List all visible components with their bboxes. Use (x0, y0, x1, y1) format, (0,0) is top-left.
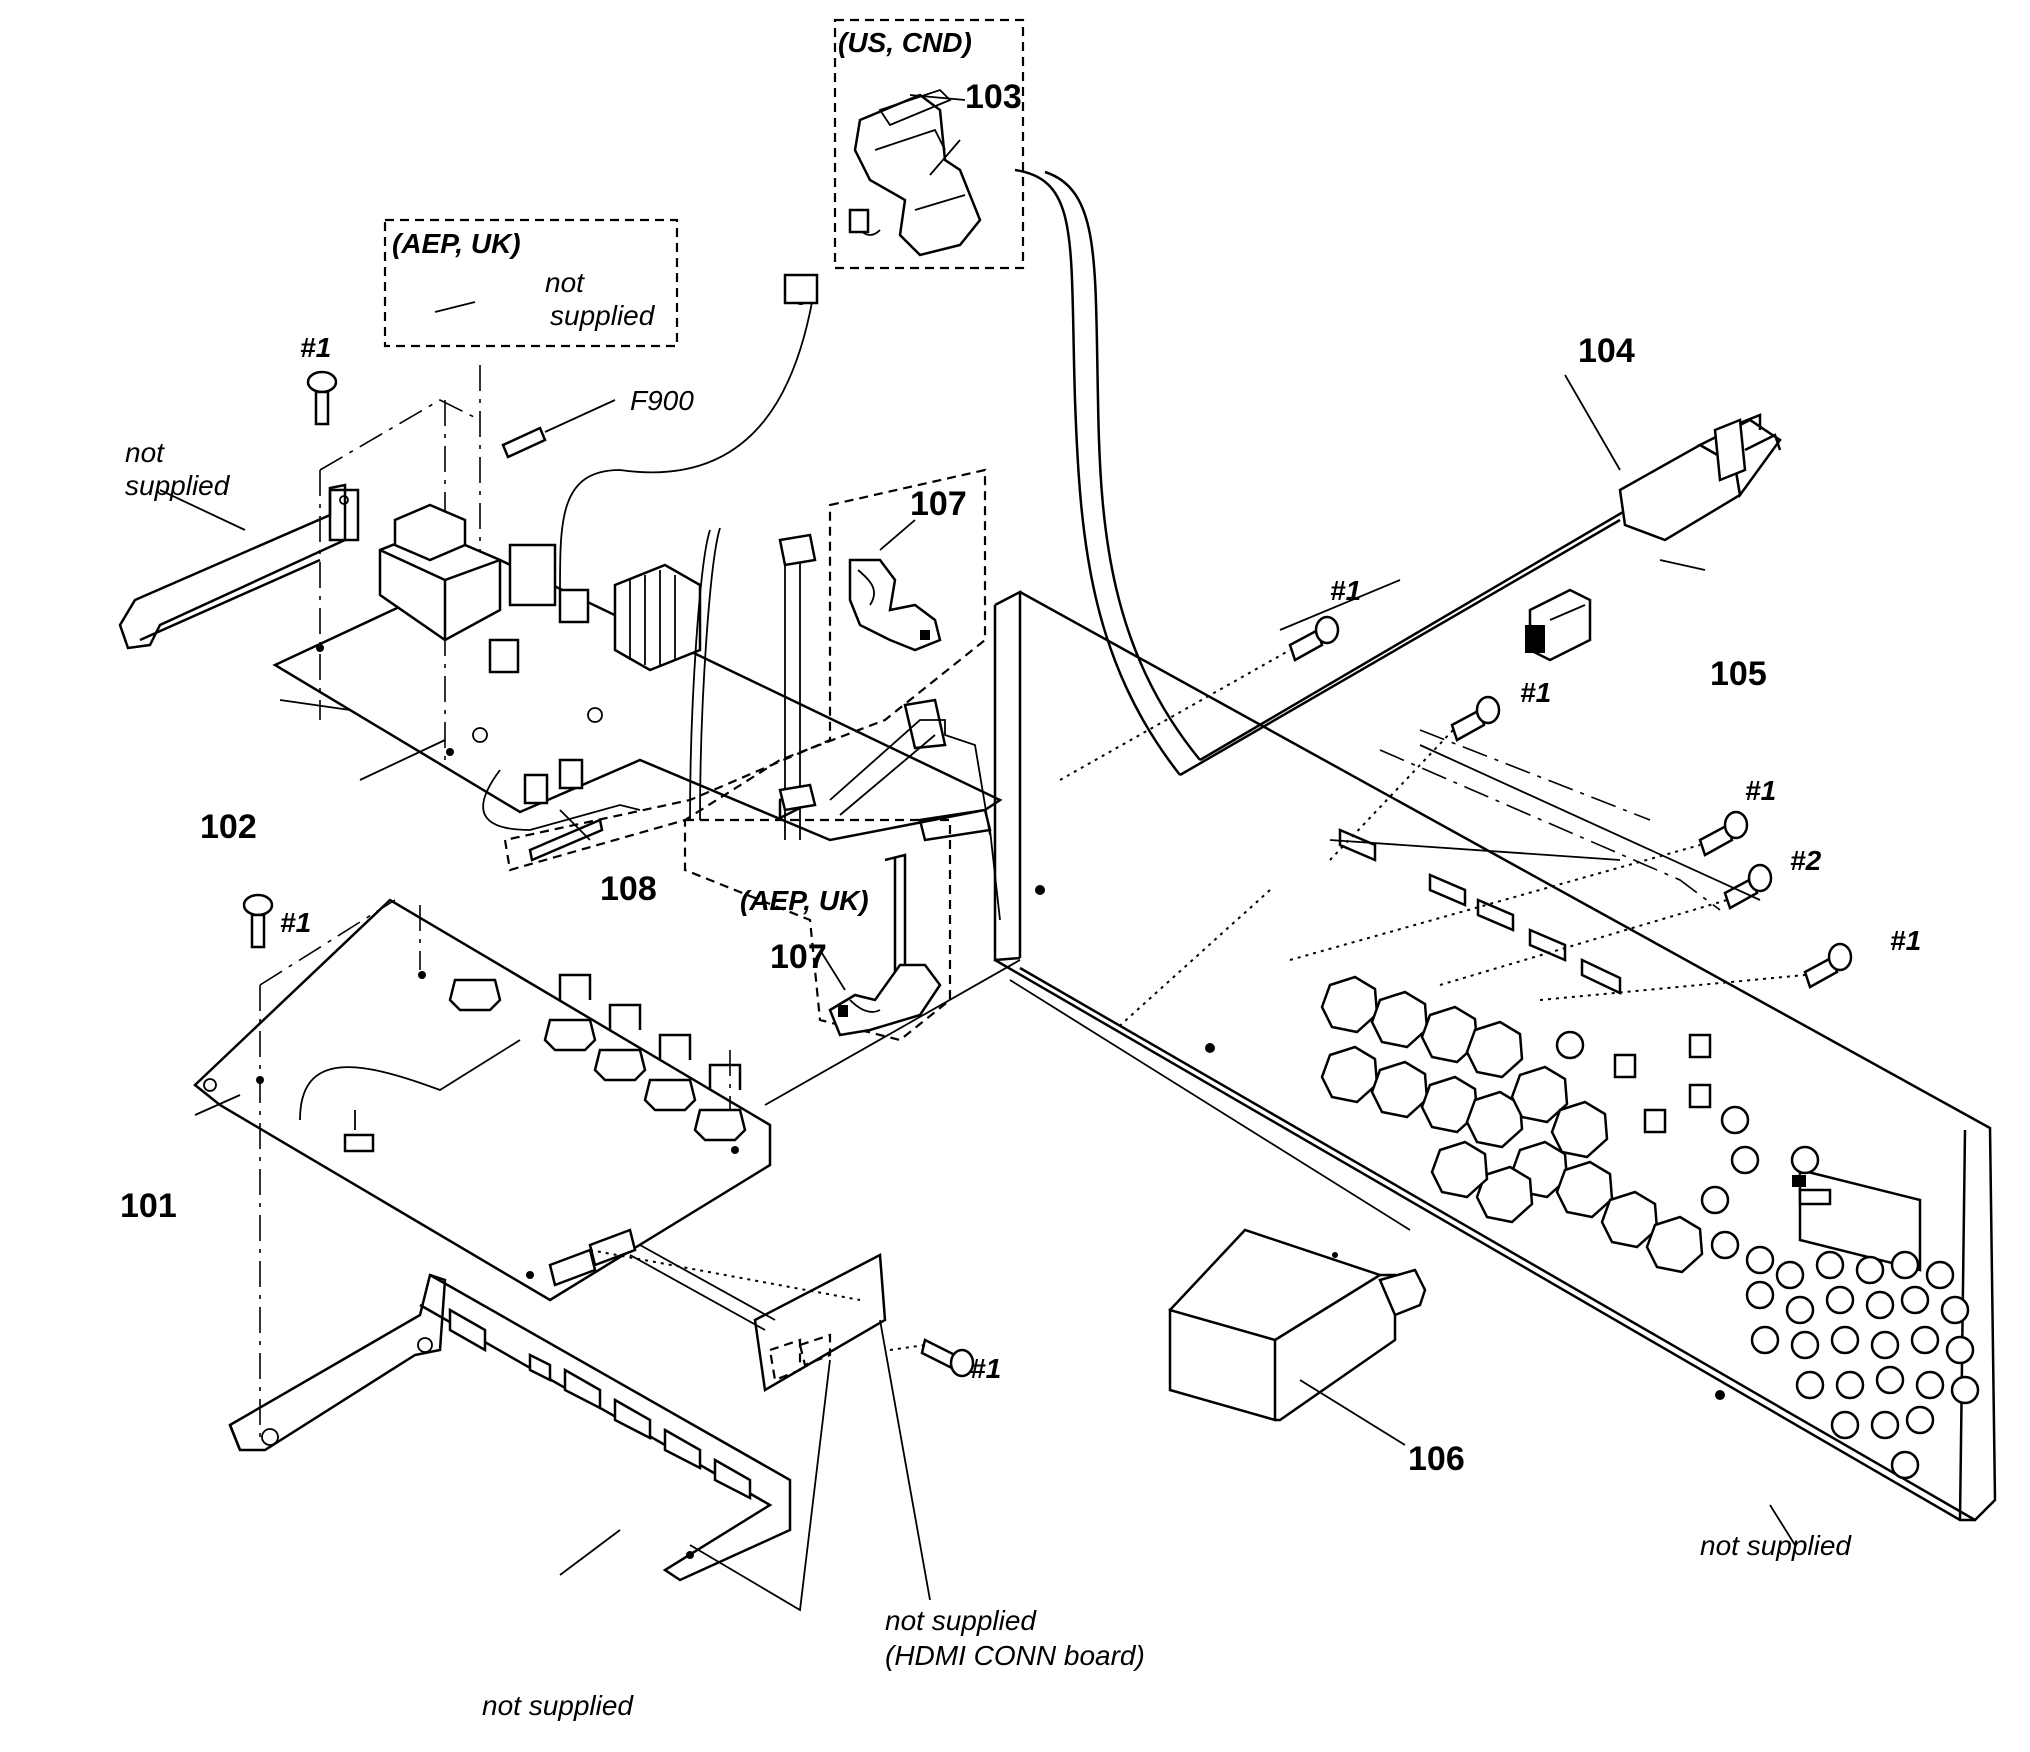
screw-panel-2 (1450, 695, 1501, 742)
screw-panel-1 (1288, 615, 1340, 662)
region-aep-uk-lower: (AEP, UK) (740, 885, 869, 916)
hdmi-board-101 (193, 898, 772, 1440)
label-screw-1-right-a: #1 (1745, 775, 1776, 806)
rca-jacks (1555, 1030, 1980, 1480)
note-not-supplied-bracket: not supplied (482, 1690, 634, 1721)
screw-top-left (306, 370, 338, 426)
label-screw-1-cord: #1 (1330, 575, 1361, 606)
power-cord-104 (1014, 168, 1782, 777)
screw-mid-left (242, 893, 274, 949)
filter-107-region-box (503, 468, 987, 872)
note-not-left: not (125, 437, 165, 468)
label-108: 108 (600, 870, 657, 908)
label-107-upper: 107 (910, 485, 967, 523)
connecting-cables (482, 273, 992, 1000)
note-hdmi-conn-line1: not supplied (885, 1605, 1037, 1636)
label-screw-1-right-b: #1 (1890, 925, 1921, 956)
power-board-102 (272, 365, 1003, 842)
label-106: 106 (1408, 1440, 1465, 1478)
label-screw-1-mid: #1 (280, 907, 311, 938)
screw-panel-3 (1698, 810, 1749, 857)
label-101: 101 (120, 1187, 177, 1225)
region-aep-uk-top: (AEP, UK) (392, 228, 521, 259)
screw-panel-5 (1803, 942, 1853, 989)
left-bracket-top (118, 483, 360, 650)
label-107-lower: 107 (770, 938, 827, 976)
note-supplied-left: supplied (125, 470, 231, 501)
rear-panel (993, 589, 1997, 1522)
note-hdmi-conn-line2: (HDMI CONN board) (885, 1640, 1145, 1671)
note-supplied-top: supplied (550, 300, 656, 331)
screw-hdmi-conn (920, 1338, 975, 1378)
ferrite-core-103 (848, 88, 982, 257)
speaker-terminals (1320, 975, 1704, 1274)
leader-lines (159, 94, 1796, 1601)
label-102: 102 (200, 808, 257, 846)
region-us-cnd: (US, CND) (838, 27, 972, 58)
label-f900: F900 (630, 385, 694, 416)
note-not-top: not (545, 267, 585, 298)
label-screw-1-hdmi: #1 (970, 1353, 1001, 1384)
label-103: 103 (965, 78, 1022, 116)
label-screw-1-top: #1 (300, 332, 331, 363)
hdmi-conn-board (629, 1244, 887, 1393)
aep-uk-top-region-box (383, 218, 679, 348)
connector-105 (1525, 588, 1592, 662)
label-105: 105 (1710, 655, 1767, 693)
label-104: 104 (1578, 332, 1635, 370)
fuse-f900 (501, 399, 616, 459)
bottom-bracket (228, 1273, 792, 1582)
part-106-box (1168, 1228, 1427, 1422)
us-cnd-region-box (833, 18, 1025, 270)
screw-panel-4 (1723, 863, 1773, 910)
label-screw-1-panel: #1 (1520, 677, 1551, 708)
ferrite-core-107-upper (848, 558, 942, 652)
ferrite-core-107-lower (828, 963, 942, 1037)
note-not-supplied-panel: not supplied (1700, 1530, 1852, 1561)
label-screw-2: #2 (1790, 845, 1822, 876)
